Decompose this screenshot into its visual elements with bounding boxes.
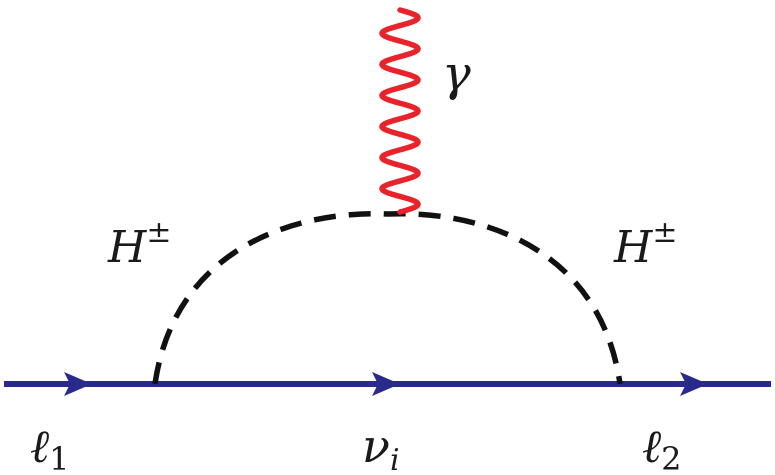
photon-wavy-line	[379, 7, 421, 215]
photon-label: γ	[442, 46, 471, 102]
higgs-label-right: H±	[613, 215, 678, 273]
arrow-lepton-out-icon	[680, 372, 708, 396]
arrow-lepton-in-icon	[64, 372, 92, 396]
neutrino-label: νi	[362, 419, 400, 475]
arrow-neutrino-icon	[372, 372, 400, 396]
higgs-label-left: H±	[107, 215, 172, 273]
lepton-in-label: ℓ1	[30, 419, 70, 475]
lepton-out-label: ℓ2	[642, 419, 682, 475]
higgs-dashed-arc	[152, 210, 623, 385]
